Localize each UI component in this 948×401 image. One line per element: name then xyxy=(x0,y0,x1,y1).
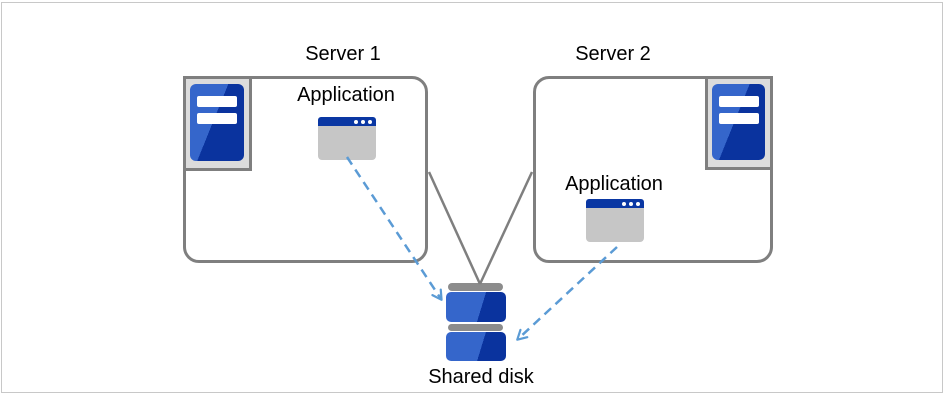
server-tower-icon xyxy=(190,84,244,161)
disk-cap xyxy=(448,283,503,291)
disk-unit xyxy=(446,292,506,322)
window-buttons-icon xyxy=(354,119,372,124)
window-buttons-icon xyxy=(622,201,640,206)
server2-disk-connector-line xyxy=(478,171,534,285)
server1-title: Server 1 xyxy=(305,43,381,65)
shared-disk-label: Shared disk xyxy=(428,366,534,388)
server1-icon-panel xyxy=(183,76,252,171)
disk-unit xyxy=(446,332,506,361)
server2-icon-panel xyxy=(705,76,773,170)
server1-disk-connector-line xyxy=(427,171,482,285)
server2-title: Server 2 xyxy=(575,43,651,65)
application-titlebar xyxy=(318,117,376,126)
application-titlebar xyxy=(586,199,644,208)
server2-application-label: Application xyxy=(565,173,663,195)
application-window-icon xyxy=(586,199,644,242)
server-tower-icon xyxy=(712,84,765,160)
server-drive-bay xyxy=(719,96,759,107)
server-drive-bay xyxy=(197,96,237,107)
application-window-body xyxy=(586,208,644,242)
application-window-icon xyxy=(318,117,376,160)
application-window-body xyxy=(318,126,376,160)
server-drive-bay xyxy=(197,113,237,124)
server1-application-label: Application xyxy=(297,84,395,106)
server-drive-bay xyxy=(719,113,759,124)
disk-cap xyxy=(448,324,503,331)
